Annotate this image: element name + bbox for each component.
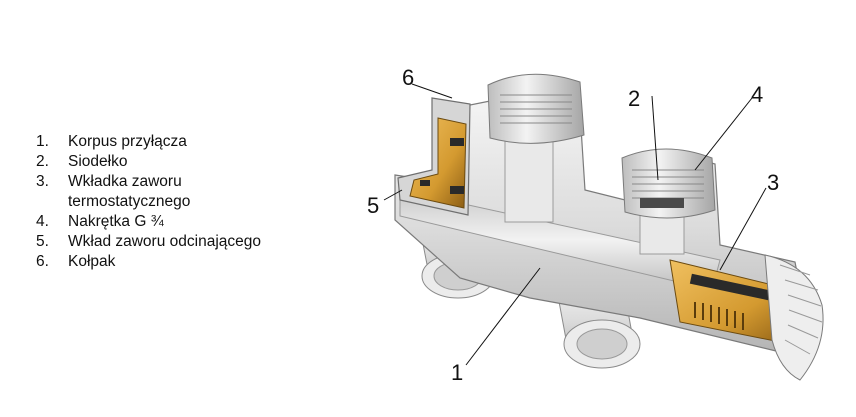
- legend-label-continued: termostatycznego: [68, 193, 191, 210]
- legend-label: Kołpak: [68, 253, 116, 270]
- legend-number: 5.: [36, 233, 49, 250]
- callout-6: 6: [402, 65, 415, 90]
- legend-number: 3.: [36, 173, 49, 190]
- legend-item-1: 1. Korpus przyłącza: [36, 132, 261, 152]
- callout-3: 3: [767, 170, 780, 195]
- thermostatic-insert: [669, 259, 796, 346]
- legend-item-3: 3. Wkładka zaworu termostatycznego: [36, 172, 261, 212]
- legend-label: Nakrętka G ¾: [68, 213, 164, 230]
- legend-number: 1.: [36, 133, 49, 150]
- top-nut-right: [621, 148, 716, 219]
- legend-label: Siodełko: [68, 153, 128, 170]
- legend-label: Wkład zaworu odcinającego: [68, 233, 261, 250]
- callout-2: 2: [628, 86, 641, 111]
- callout-5: 5: [367, 193, 380, 218]
- legend-number: 4.: [36, 213, 49, 230]
- parts-legend: 1. Korpus przyłącza 2. Siodełko 3. Wkład…: [36, 132, 261, 272]
- legend-item-6: 6. Kołpak: [36, 252, 261, 272]
- legend-item-4: 4. Nakrętka G ¾: [36, 212, 261, 232]
- top-nut-left: [487, 73, 585, 144]
- callout-4: 4: [751, 82, 764, 107]
- valve-cutaway-diagram: [383, 73, 824, 381]
- callout-1: 1: [451, 360, 464, 385]
- thermostat-cap-ring: [764, 254, 824, 381]
- seat: [640, 198, 684, 208]
- legend-label: Korpus przyłącza: [68, 133, 187, 150]
- shut-off-insert: [409, 117, 467, 209]
- legend-label: Wkładka zaworu: [68, 173, 182, 190]
- legend-number: 6.: [36, 253, 49, 270]
- legend-item-5: 5. Wkład zaworu odcinającego: [36, 232, 261, 252]
- legend-number: 2.: [36, 153, 49, 170]
- legend-item-2: 2. Siodełko: [36, 152, 261, 172]
- leader-lines: [383, 83, 767, 366]
